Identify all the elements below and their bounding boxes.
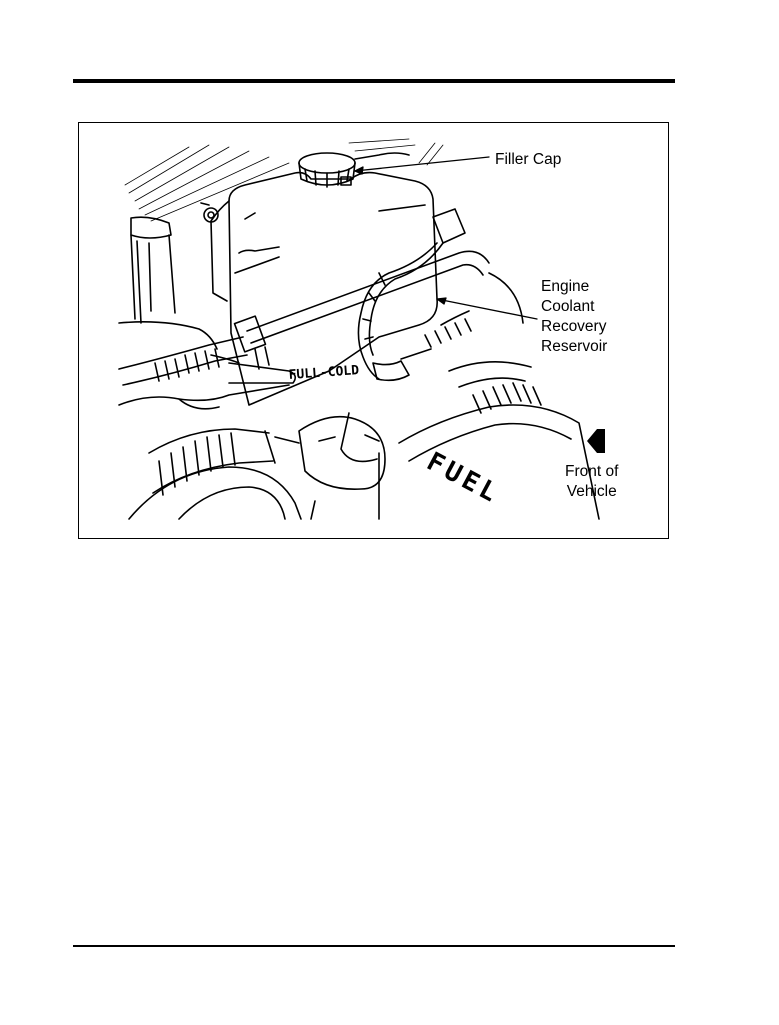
bellows-tube — [425, 273, 523, 347]
filler-cap-drawing — [299, 153, 409, 187]
front-label-line: Front of — [565, 462, 618, 482]
fuel-badge: FUEL — [422, 447, 506, 510]
bottom-components — [129, 467, 315, 519]
header-rule — [73, 79, 675, 83]
left-arrow-icon — [587, 429, 605, 453]
reservoir-label-line: Engine — [541, 277, 607, 297]
reservoir-label: Engine Coolant Recovery Reservoir — [541, 277, 607, 357]
corrugated-hose — [149, 429, 299, 495]
reservoir-label-line: Recovery — [541, 317, 607, 337]
full-cold-mark: FULL-COLD — [288, 363, 359, 383]
reservoir-label-line: Coolant — [541, 297, 607, 317]
left-hose — [119, 337, 247, 385]
front-of-vehicle-label: Front of Vehicle — [565, 462, 618, 502]
sensor-wiring — [358, 209, 465, 380]
left-engine-parts — [131, 217, 175, 323]
lower-cap — [299, 413, 385, 489]
footer-rule — [73, 945, 675, 947]
front-label-line: Vehicle — [565, 482, 618, 502]
reservoir-label-line: Reservoir — [541, 337, 607, 357]
figure-frame: FULL-COLD — [78, 122, 669, 539]
filler-cap-label: Filler Cap — [495, 150, 561, 170]
